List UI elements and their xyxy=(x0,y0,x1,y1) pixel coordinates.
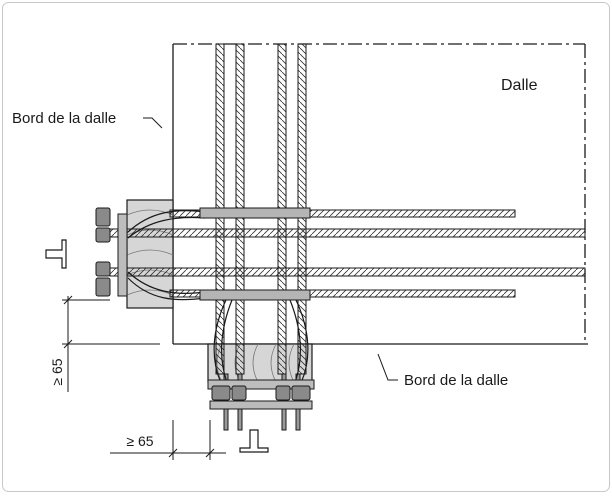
break-symbols xyxy=(45,239,269,453)
leader-lines xyxy=(143,117,398,381)
label-slab-edge-top: Bord de la dalle xyxy=(12,110,116,127)
nuts xyxy=(95,207,313,410)
label-dimension-vertical: ≥ 65 xyxy=(49,358,65,385)
label-slab: Dalle xyxy=(501,77,538,94)
bent-connector-bars xyxy=(127,210,309,386)
label-dimension-horizontal: ≥ 65 xyxy=(126,433,153,449)
anchor-plates xyxy=(117,207,315,390)
label-slab-edge-bottom: Bord de la dalle xyxy=(404,372,508,389)
dimension-lines xyxy=(62,295,226,460)
